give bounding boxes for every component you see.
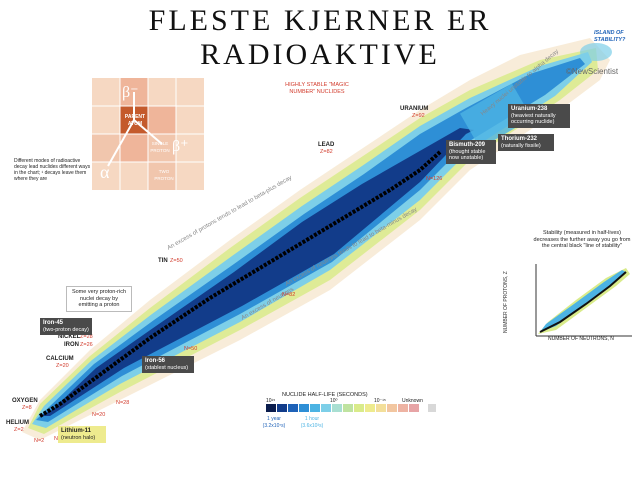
- n20-label: N=20: [92, 412, 106, 418]
- magic-number-label: HIGHLY STABLE "MAGIC NUMBER" NUCLIDES: [285, 82, 349, 95]
- legend-swatch: [299, 404, 309, 412]
- uranium-z: Z=92: [412, 113, 425, 119]
- callout-proton-rich: Some very proton-rich nuclei decay by em…: [66, 286, 132, 312]
- u238-title: Uranium-238: [511, 106, 548, 112]
- n2-label: N=2: [34, 438, 45, 444]
- legend-tick-right: 10⁻¹⁵: [374, 398, 386, 404]
- oxygen-label: OXYGEN: [12, 398, 38, 404]
- lead-label: LEAD: [318, 142, 335, 148]
- parent-atom-label: PARENT ATOM: [124, 114, 146, 127]
- decay-caption: Different modes of radioactive decay lea…: [14, 158, 91, 182]
- oxygen-z: Z=8: [22, 405, 32, 411]
- legend-swatch: [398, 404, 408, 412]
- legend-title: NUCLIDE HALF-LIFE (SECONDS): [282, 392, 368, 398]
- legend-swatch: [387, 404, 397, 412]
- alpha-symbol: α: [100, 162, 110, 182]
- callout-li11: Lithium-11 (neutron halo): [58, 426, 106, 443]
- legend-swatch: [428, 404, 436, 412]
- calcium-z: Z=20: [56, 363, 69, 369]
- uranium-cluster: [460, 83, 532, 149]
- lead-n: N=126: [426, 176, 443, 182]
- single-proton-label: SINGLE PROTON: [150, 141, 170, 153]
- legend-swatch: [343, 404, 353, 412]
- line-of-stability: [38, 150, 442, 418]
- legend-swatch: [310, 404, 320, 412]
- legend-hour: 1 hour (3.6x10³s): [300, 416, 324, 429]
- nickel-label: NICKEL: [58, 334, 81, 340]
- island-blob: [580, 43, 612, 61]
- beta-plus-symbol: β⁺: [172, 138, 189, 155]
- legend-swatch: [354, 404, 364, 412]
- nickel-z: Z=28: [80, 334, 93, 340]
- fe56-title: Iron-56: [145, 358, 166, 364]
- mini-chart-caption: Stability (measured in half-lives) decre…: [533, 230, 631, 249]
- th232-title: Thorium-232: [501, 136, 538, 142]
- legend-tick-mid: 10⁰: [330, 398, 338, 404]
- brand-logo: ©NewScientist: [566, 67, 619, 76]
- callout-fe56: Iron-56 (stablest nucleus): [142, 356, 194, 373]
- legend-swatch: [376, 404, 386, 412]
- n82-label: N=82: [282, 292, 296, 298]
- uranium-label: URANIUM: [400, 106, 429, 112]
- page-title-line1: FLESTE KJERNER ER: [148, 4, 492, 37]
- tin-z: Z=50: [170, 258, 183, 264]
- bi209-body: (thought stable now unstable): [449, 148, 486, 162]
- beta-minus-symbol: β⁻: [122, 84, 139, 101]
- two-proton-label: TWO PROTON: [154, 169, 174, 181]
- page-title-line2: RADIOAKTIVE: [200, 38, 440, 71]
- mini-chart: [535, 264, 632, 337]
- iron-label: IRON: [64, 342, 79, 348]
- iron-z: Z=26: [80, 342, 93, 348]
- legend-swatch: [332, 404, 342, 412]
- li11-body: (neutron halo): [61, 434, 96, 441]
- legend-swatch: [365, 404, 375, 412]
- helium-label: HELIUM: [6, 420, 29, 426]
- legend-bar: [266, 404, 436, 412]
- band-core: [40, 128, 474, 416]
- callout-bi209: Bismuth-209 (thought stable now unstable…: [446, 140, 496, 164]
- li11-title: Lithium-11: [61, 428, 92, 434]
- callout-u238: Uranium-238 (heaviest naturally occurrin…: [508, 104, 570, 128]
- u238-body: (heaviest naturally occurring nuclide): [511, 112, 556, 126]
- legend-swatch: [321, 404, 331, 412]
- n28-label: N=28: [116, 400, 130, 406]
- th232-body: (naturally fissile): [501, 142, 541, 149]
- callout-fe45: Iron-45 (two-proton decay): [40, 318, 92, 335]
- legend-tick-left: 10¹⁵: [266, 398, 276, 404]
- legend-swatch: [266, 404, 276, 412]
- island-label: ISLAND OF STABILITY?: [594, 30, 626, 43]
- legend-unknown: Unknown: [402, 398, 423, 404]
- helium-z: Z=2: [14, 427, 24, 433]
- bi209-title: Bismuth-209: [449, 142, 486, 148]
- lead-z: Z=82: [320, 149, 333, 155]
- legend-swatch: [277, 404, 287, 412]
- callout-th232: Thorium-232 (naturally fissile): [498, 134, 554, 151]
- fe45-body: (two-proton decay): [43, 326, 89, 333]
- decay-inset: [92, 78, 204, 190]
- n50-label: N=50: [184, 346, 198, 352]
- legend-swatch: [409, 404, 419, 412]
- fe56-body: (stablest nucleus): [145, 364, 189, 371]
- legend-swatch: [288, 404, 298, 412]
- fe45-title: Iron-45: [43, 320, 64, 326]
- mini-chart-xlabel: NUMBER OF NEUTRONS, N: [548, 336, 614, 342]
- legend-year: 1 year (3.2x10⁷s): [262, 416, 286, 429]
- mini-chart-ylabel: NUMBER OF PROTONS, Z: [503, 271, 509, 333]
- calcium-label: CALCIUM: [46, 356, 74, 362]
- tin-label: TIN: [158, 258, 168, 264]
